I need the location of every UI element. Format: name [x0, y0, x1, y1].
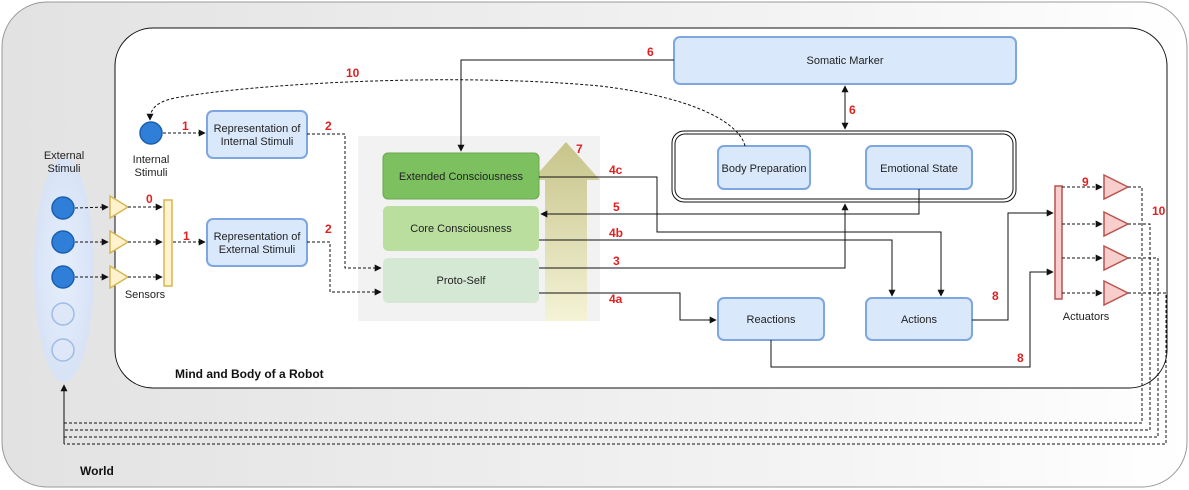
num-4c: 4c — [609, 163, 623, 177]
num-1-internal: 1 — [182, 119, 189, 133]
external-stimuli-label-2: Stimuli — [47, 163, 80, 175]
actions-label: Actions — [901, 314, 938, 326]
num-7: 7 — [576, 142, 583, 156]
internal-stimulus-node — [139, 121, 163, 145]
edge-8-reactions-actuators — [770, 268, 1054, 368]
body-preparation-node: Body Preparation — [717, 145, 811, 190]
actuator-bus — [1054, 185, 1063, 300]
num-2-external: 2 — [325, 222, 332, 236]
extended-consciousness-label: Extended Consciousness — [399, 171, 524, 183]
connections — [60, 59, 1167, 445]
sensor-triangle — [109, 264, 130, 290]
edge-4a-proto-reactions — [539, 292, 717, 324]
external-stimuli-label-1: External — [44, 150, 84, 162]
rep-external-node: Representation of External Stimuli — [206, 218, 308, 267]
rep-internal-line2: Internal Stimuli — [221, 136, 294, 148]
emotional-state-node: Emotional State — [865, 145, 973, 190]
emotional-state-label: Emotional State — [880, 163, 958, 175]
reactions-node: Reactions — [717, 297, 825, 341]
num-8-actions: 8 — [992, 289, 999, 303]
inactive-stimulus-node — [51, 302, 75, 326]
somatic-marker-label: Somatic Marker — [806, 55, 883, 67]
external-stimulus-node — [51, 230, 75, 254]
num-10-actuators: 10 — [1152, 204, 1166, 218]
edge-numbers: 0 1 1 2 2 10 6 6 7 4c 5 4b 3 4a 8 8 9 10 — [146, 45, 1166, 365]
inactive-stimulus-node — [51, 338, 75, 362]
internal-stimuli-group: Internal Stimuli — [133, 121, 170, 179]
rep-internal-node: Representation of Internal Stimuli — [206, 110, 308, 159]
external-stimulus-node — [51, 196, 75, 220]
proto-self-label: Proto-Self — [437, 275, 487, 287]
consciousness-region: Extended Consciousness Core Consciousnes… — [358, 136, 600, 321]
extended-consciousness-node: Extended Consciousness — [382, 152, 540, 200]
edge-10-world-return — [64, 223, 1151, 431]
edge-10-world-return — [64, 257, 1159, 438]
edge-4c-extended-actions — [539, 176, 945, 297]
num-0: 0 — [146, 192, 153, 206]
actions-node: Actions — [865, 297, 973, 341]
edge-6-somatic-extended — [457, 59, 674, 152]
upward-arrow-7 — [532, 142, 600, 321]
num-1-external: 1 — [183, 229, 190, 243]
num-4a: 4a — [609, 292, 623, 306]
robot-label: Mind and Body of a Robot — [175, 367, 324, 381]
sensor-triangle — [109, 229, 130, 255]
edge-3-proto-body — [539, 203, 849, 269]
num-2-internal: 2 — [325, 119, 332, 133]
body-emotion-container: Body Preparation Emotional State — [671, 130, 1017, 203]
edge-2-external — [307, 241, 382, 296]
rep-external-line2: External Stimuli — [219, 244, 295, 256]
num-10-feedback: 10 — [346, 66, 360, 80]
num-5: 5 — [613, 200, 620, 214]
num-8-reactions: 8 — [1017, 351, 1024, 365]
sensor-triangle — [109, 194, 130, 220]
internal-stimuli-label-2: Stimuli — [134, 167, 167, 179]
actuator-triangle — [1103, 173, 1130, 201]
actuators-group: Actuators — [1054, 173, 1130, 323]
external-stimulus-node — [51, 265, 75, 289]
sensors-group: Sensors — [109, 194, 173, 301]
internal-stimuli-label-1: Internal — [133, 154, 170, 166]
actuator-triangle — [1103, 244, 1130, 272]
world-label: World — [80, 464, 114, 478]
reactions-label: Reactions — [747, 314, 796, 326]
num-6-somatic-body: 6 — [849, 103, 856, 117]
edge-4b-core-actions — [539, 239, 896, 297]
num-4b: 4b — [609, 226, 623, 240]
edge-10-world-return — [64, 186, 1143, 424]
edge-5-emotion-core — [540, 189, 920, 218]
edge-10-world-return — [64, 292, 1167, 445]
actuators-label: Actuators — [1063, 311, 1110, 323]
rep-external-line1: Representation of — [214, 231, 302, 243]
sensors-label: Sensors — [125, 289, 166, 301]
num-6-somatic-extended: 6 — [647, 45, 654, 59]
core-consciousness-node: Core Consciousness — [383, 206, 539, 251]
core-consciousness-label: Core Consciousness — [410, 223, 512, 235]
rep-internal-line1: Representation of — [214, 123, 302, 135]
num-9: 9 — [1082, 175, 1089, 189]
actuator-triangle — [1103, 279, 1130, 307]
proto-self-node: Proto-Self — [383, 258, 539, 303]
somatic-marker-node: Somatic Marker — [673, 36, 1017, 85]
edge-stimulus-sensor — [74, 203, 109, 211]
sensor-bus — [163, 199, 173, 287]
actuator-triangle — [1103, 210, 1130, 238]
num-3: 3 — [613, 254, 620, 268]
edge-8-actions-actuators — [972, 209, 1054, 321]
external-stimuli-group: External Stimuli — [34, 150, 94, 382]
body-preparation-label: Body Preparation — [722, 163, 807, 175]
edge-2-internal — [307, 133, 382, 272]
